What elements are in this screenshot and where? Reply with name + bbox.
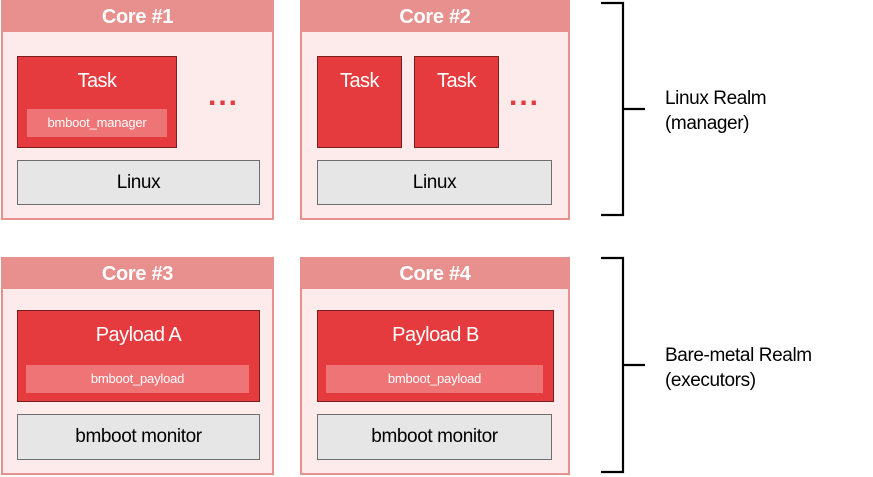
core-4-payload-sublabel: bmboot_payload [326, 365, 543, 393]
linux-realm-bracket [601, 1, 645, 217]
core-2-task-1-label: Task [339, 70, 380, 92]
bare-metal-realm-label: Bare-metal Realm (executors) [665, 343, 812, 393]
bare-metal-realm-bracket [601, 256, 645, 474]
core-3-payload-label: Payload A [95, 324, 182, 346]
core-4-base-monitor: bmboot monitor [317, 414, 552, 460]
linux-realm-title: Linux Realm [665, 88, 767, 109]
bare-metal-realm-title: Bare-metal Realm [665, 345, 812, 366]
core-3-payload-sublabel: bmboot_payload [26, 365, 249, 393]
core-2-ellipsis: ... [509, 79, 541, 112]
core-4-payload: Payload B bmboot_payload [317, 310, 554, 402]
linux-realm-subtitle: (manager) [665, 113, 750, 134]
core-3: Core #3 Payload A bmboot_payload bmboot … [1, 257, 274, 475]
core-3-payload: Payload A bmboot_payload [17, 310, 260, 402]
core-2-task-2-label: Task [436, 70, 477, 92]
core-1: Core #1 Task bmboot_manager ... Linux [1, 0, 274, 220]
core-2-base-linux: Linux [317, 160, 552, 205]
core-4: Core #4 Payload B bmboot_payload bmboot … [300, 257, 570, 475]
core-1-task-sublabel: bmboot_manager [27, 109, 167, 137]
core-1-ellipsis: ... [208, 79, 240, 112]
core-4-payload-label: Payload B [392, 324, 479, 346]
core-1-base-linux: Linux [17, 160, 260, 205]
core-1-title: Core #1 [3, 2, 272, 32]
core-3-title: Core #3 [3, 259, 272, 289]
core-2-task-1: Task [317, 56, 402, 148]
linux-realm-label: Linux Realm (manager) [665, 86, 767, 136]
core-1-task: Task bmboot_manager [17, 56, 177, 148]
core-2-title: Core #2 [302, 2, 568, 32]
core-2: Core #2 Task Task ... Linux [300, 0, 570, 220]
core-2-task-2: Task [414, 56, 499, 148]
core-4-title: Core #4 [302, 259, 568, 289]
core-3-base-monitor: bmboot monitor [17, 414, 260, 460]
core-1-task-label: Task [77, 70, 117, 92]
bare-metal-realm-subtitle: (executors) [665, 370, 756, 391]
